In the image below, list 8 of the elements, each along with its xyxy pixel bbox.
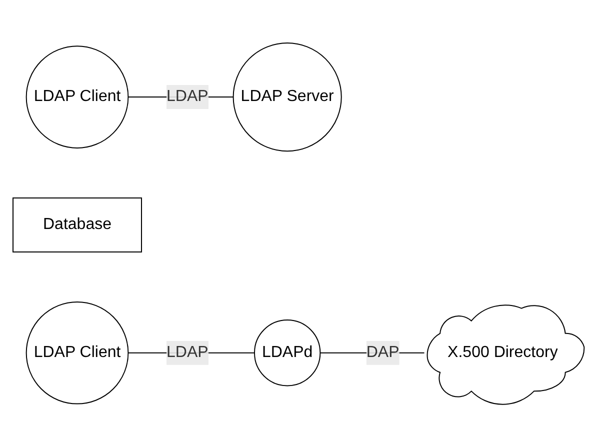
node-circle: LDAP Client [26, 46, 130, 149]
node-circle: LDAP Server [233, 42, 342, 152]
node-circle: LDAPd [254, 320, 322, 387]
edge-label: LDAP [166, 344, 209, 362]
node-circle: LDAP Client [26, 302, 130, 405]
node-box: Database [12, 198, 142, 253]
edge-label: DAP [366, 344, 400, 362]
edge-label: LDAP [166, 88, 209, 106]
